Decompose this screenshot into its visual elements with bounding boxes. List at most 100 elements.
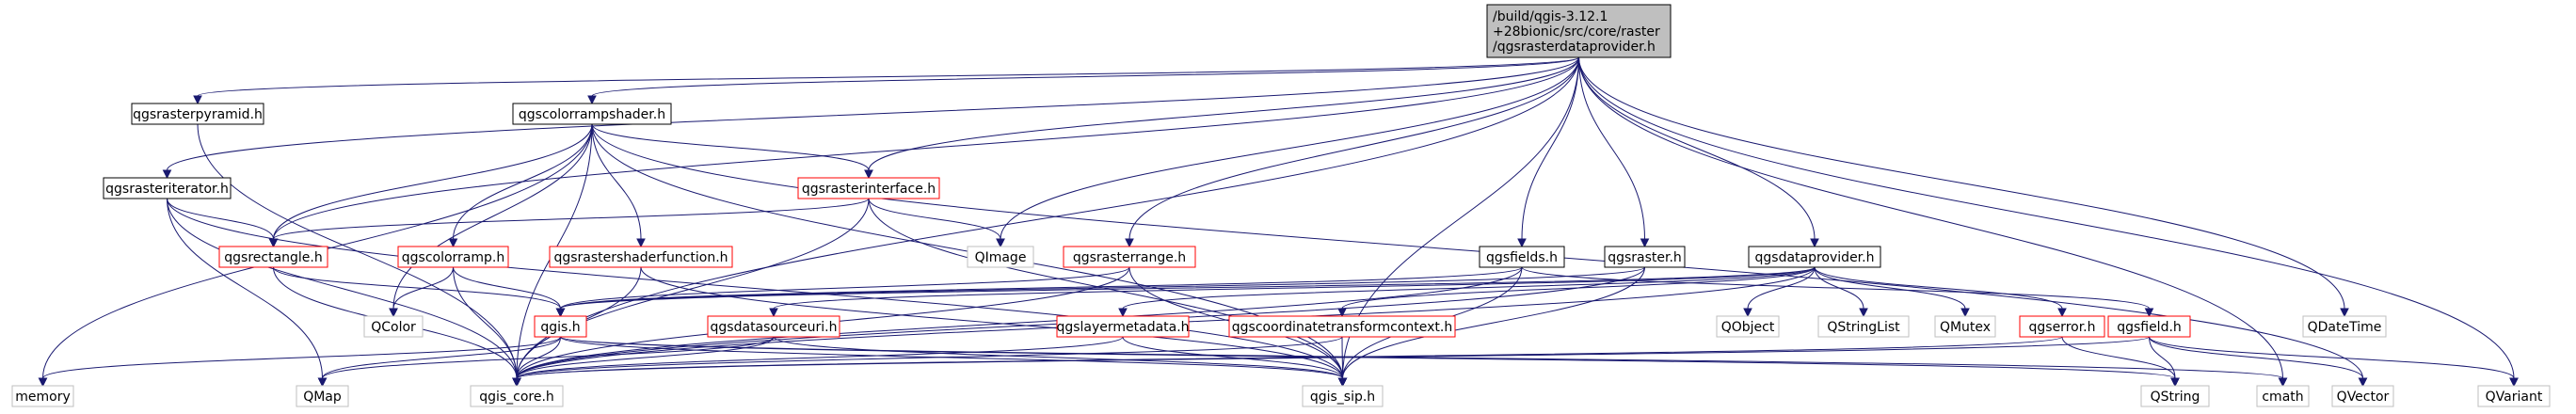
edge-root-to-qimage <box>996 56 1579 248</box>
edge-root-to-qgsrasterrange <box>1125 56 1579 248</box>
node-qgsrasteriterator[interactable]: qgsrasteriterator.h <box>103 177 232 199</box>
node-label: QImage <box>975 250 1027 265</box>
node-box <box>296 385 349 407</box>
node-label: /qgsrasterdataprovider.h <box>1493 40 1656 55</box>
node-label: qgsfield.h <box>2117 320 2182 335</box>
node-qgscoordtransform[interactable]: qgscoordinatetransformcontext.h <box>1228 315 1456 338</box>
edge-qgsfield-to-qgis_core <box>512 336 2150 388</box>
node-label: QColor <box>371 320 416 335</box>
node-label: qgsrasterinterface.h <box>802 182 936 197</box>
node-qgsrastershaderfunction[interactable]: qgsrastershaderfunction.h <box>549 246 733 268</box>
edge-qgsdataprovider-to-qgserror <box>1814 266 2067 318</box>
node-box <box>1228 315 1456 338</box>
edge-qgsrasterinterface-to-qimage <box>868 198 1005 248</box>
edge-root-to-qdatetime <box>1578 56 2349 318</box>
edge-qgis-to-qgis_sip <box>560 336 1348 388</box>
edge-qgsdatasourceuri-to-qmap <box>317 336 775 388</box>
node-qstringlist: QStringList <box>1817 315 1910 338</box>
node-label: QString <box>2151 390 2200 405</box>
node-box <box>1716 315 1780 338</box>
edge-qgsfield-to-qvector <box>2149 336 2368 388</box>
edge-qgsdataprovider-to-qgslayermetadata <box>1118 266 1816 318</box>
node-label: +28bionic/src/core/raster <box>1493 24 1660 40</box>
node-qvector: QVector <box>2331 385 2394 407</box>
node-box <box>1817 315 1910 338</box>
edge-qgsdataprovider-to-qgscoordtransform <box>1337 266 1816 318</box>
node-box <box>549 246 733 268</box>
edge-qgscolorramp-to-qcolor <box>389 266 454 318</box>
node-qgslayermetadata[interactable]: qgslayermetadata.h <box>1056 315 1190 338</box>
node-qgis[interactable]: qgis.h <box>534 315 587 338</box>
edge-qgscolorrampshader-to-qgsrasterinterface <box>591 123 873 180</box>
node-box <box>397 246 509 268</box>
node-box <box>1302 385 1384 407</box>
node-label: /build/qgis-3.12.1 <box>1493 9 1608 24</box>
node-qgsraster[interactable]: qgsraster.h <box>1604 246 1686 268</box>
edge-qgscolorrampshader-to-qgscolorramp <box>448 123 593 248</box>
edge-qgsfield-to-qstring <box>2149 336 2180 388</box>
node-label: qgsraster.h <box>1608 250 1682 265</box>
edge-qgscolorrampshader-to-qcolor <box>389 123 593 318</box>
node-box <box>1934 315 1996 338</box>
node-label: qgsdataprovider.h <box>1755 250 1875 265</box>
node-qgsrasterinterface[interactable]: qgsrasterinterface.h <box>797 177 940 199</box>
node-qgscolorrampshader[interactable]: qgscolorrampshader.h <box>512 103 672 125</box>
node-label: QObject <box>1721 320 1775 335</box>
node-label: qgis.h <box>540 320 580 335</box>
node-label: qgserror.h <box>2029 320 2096 335</box>
edge-qgis-to-memory <box>38 336 561 388</box>
edge-qgis-to-qmap <box>317 336 561 388</box>
edge-qgsdataprovider-to-qgsdatasourceuri <box>769 266 1816 318</box>
node-cmath: cmath <box>2256 385 2310 407</box>
node-box <box>967 246 1034 268</box>
edge-root-to-qgsrasteriterator <box>162 56 1579 180</box>
node-qimage: QImage <box>967 246 1034 268</box>
node-qgsrasterpyramid[interactable]: qgsrasterpyramid.h <box>131 103 264 125</box>
node-box <box>2331 385 2394 407</box>
node-root[interactable]: /build/qgis-3.12.1+28bionic/src/core/ras… <box>1486 4 1672 58</box>
node-qmutex: QMutex <box>1934 315 1996 338</box>
node-label: QStringList <box>1827 320 1900 335</box>
edge-root-to-qgsrasterpyramid <box>193 56 1579 105</box>
node-label: qgsrasteriterator.h <box>105 182 229 197</box>
node-qgsfields[interactable]: qgsfields.h <box>1479 246 1565 268</box>
edge-qgsrectangle-to-qgis <box>273 266 566 318</box>
edge-qgsdataprovider-to-qgis <box>555 266 1816 318</box>
node-qmap: QMap <box>296 385 349 407</box>
node-box <box>1056 315 1190 338</box>
edge-qgsfields-to-qgsfield <box>1521 266 2154 318</box>
node-label: QVariant <box>2486 390 2543 405</box>
node-box <box>363 315 424 338</box>
node-label: qgsrasterrange.h <box>1073 250 1186 265</box>
node-memory: memory <box>11 385 74 407</box>
node-qstring: QString <box>2140 385 2210 407</box>
edge-qgscoordtransform-to-qgis_sip <box>1337 336 1348 388</box>
node-qgserror[interactable]: qgserror.h <box>2019 315 2105 338</box>
node-box <box>1486 4 1672 58</box>
edge-qgsrasterinterface-to-qgsrectangle <box>268 198 870 248</box>
node-qgsrasterrange[interactable]: qgsrasterrange.h <box>1063 246 1196 268</box>
node-box <box>11 385 74 407</box>
node-label: QVector <box>2337 390 2390 405</box>
node-label: QMutex <box>1940 320 1991 335</box>
header-nodes: /build/qgis-3.12.1+28bionic/src/core/ras… <box>11 4 2551 407</box>
node-label: QDateTime <box>2308 320 2382 335</box>
edge-qgsrasterrange-to-qgis <box>555 266 1130 318</box>
edge-qgsdataprovider-to-qobject <box>1743 266 1816 318</box>
node-qgsdataprovider[interactable]: qgsdataprovider.h <box>1748 246 1881 268</box>
node-label: qgscoordinatetransformcontext.h <box>1232 320 1452 335</box>
node-label: qgscolorrampshader.h <box>519 107 665 122</box>
node-qgsrectangle[interactable]: qgsrectangle.h <box>218 246 328 268</box>
node-box <box>707 315 840 338</box>
node-label: memory <box>15 390 71 405</box>
edge-qgsdataprovider-to-qstringlist <box>1814 266 1868 318</box>
node-box <box>512 103 672 125</box>
node-qgsdatasourceuri[interactable]: qgsdatasourceuri.h <box>707 315 840 338</box>
node-qgsfield[interactable]: qgsfield.h <box>2107 315 2191 338</box>
node-box <box>797 177 940 199</box>
node-box <box>2256 385 2310 407</box>
node-box <box>1479 246 1565 268</box>
node-qgscolorramp[interactable]: qgscolorramp.h <box>397 246 509 268</box>
node-box <box>2107 315 2191 338</box>
